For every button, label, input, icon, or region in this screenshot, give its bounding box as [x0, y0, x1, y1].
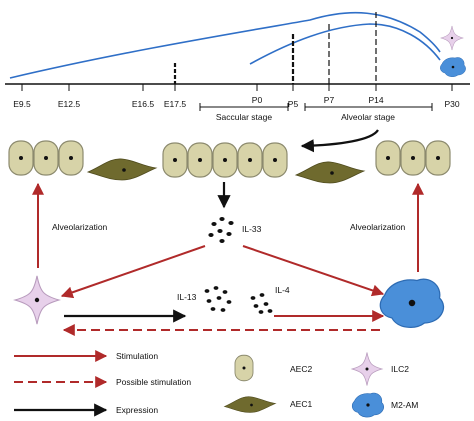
tick-label-p0: P0: [252, 95, 263, 105]
legend-aec1-label: AEC1: [290, 399, 312, 409]
legend-ilc2-label: ILC2: [391, 364, 409, 374]
timeline-tick-marks: [21, 84, 453, 91]
alveolar-bracket: [304, 103, 433, 111]
aec2-cell: [162, 142, 188, 178]
legend-aec2-icon: [234, 354, 254, 382]
legend-expression-label: Expression: [116, 405, 158, 415]
aec1-cell: [87, 158, 157, 181]
timeline: E9.5 E12.5 E16.5 E17.5 P0 P5 P7 P14 P30 …: [5, 11, 470, 122]
tick-label-e17-5: E17.5: [164, 99, 186, 109]
il33-label: IL-33: [242, 224, 262, 234]
m2am-cell: [379, 278, 445, 328]
tick-label-e9-5: E9.5: [13, 99, 31, 109]
stimulation-arrow-il33-to-m2am: [242, 245, 385, 297]
legend-m2am-label: M2-AM: [391, 400, 418, 410]
curve-m2am: [249, 23, 441, 65]
saccular-bracket: [199, 103, 289, 111]
ilc2-cell: [14, 275, 60, 325]
il13-molecules: [204, 286, 232, 312]
tick-label-e12-5: E12.5: [58, 99, 80, 109]
aec2-cell: [187, 142, 213, 178]
epithelium-row: [8, 140, 451, 184]
il33-molecules: [208, 217, 234, 243]
aec1-cell: [295, 161, 365, 184]
timeline-ilc2-icon: [440, 25, 464, 51]
aec2-cell: [262, 142, 288, 178]
legend-possible-label: Possible stimulation: [116, 377, 191, 387]
curve-ilc2: [9, 11, 441, 79]
legend-aec1-icon: [224, 396, 276, 413]
aec2-cell: [400, 140, 426, 176]
aec2-cell: [212, 142, 238, 178]
alveolarization-right-label: Alveolarization: [350, 222, 406, 232]
legend-m2am-icon: [351, 392, 384, 418]
legend-stimulation-label: Stimulation: [116, 351, 158, 361]
alveolar-stage-label: Alveolar stage: [341, 112, 395, 122]
stimulation-arrow-il33-to-ilc2: [60, 245, 206, 299]
legend-ilc2-icon: [351, 352, 383, 386]
tick-label-e16-5: E16.5: [132, 99, 154, 109]
aec2-cell: [58, 140, 84, 176]
saccular-stage-label: Saccular stage: [216, 112, 272, 122]
aec2-cell: [33, 140, 59, 176]
legend-aec2-label: AEC2: [290, 364, 312, 374]
tick-label-p7: P7: [324, 95, 335, 105]
curved-arrow: [300, 129, 379, 153]
aec2-cell: [8, 140, 34, 176]
il4-label: IL-4: [275, 285, 290, 295]
aec2-cell: [237, 142, 263, 178]
il4-molecules: [250, 293, 273, 314]
tick-label-p5: P5: [288, 99, 299, 109]
legend: Stimulation Possible stimulation Express…: [14, 350, 418, 418]
timeline-m2am-icon: [440, 57, 466, 77]
tick-label-p14: P14: [368, 95, 383, 105]
tick-label-p30: P30: [444, 99, 459, 109]
aec2-cell: [425, 140, 451, 176]
alveolarization-left-label: Alveolarization: [52, 222, 108, 232]
il13-label: IL-13: [177, 292, 197, 302]
aec2-cell: [375, 140, 401, 176]
